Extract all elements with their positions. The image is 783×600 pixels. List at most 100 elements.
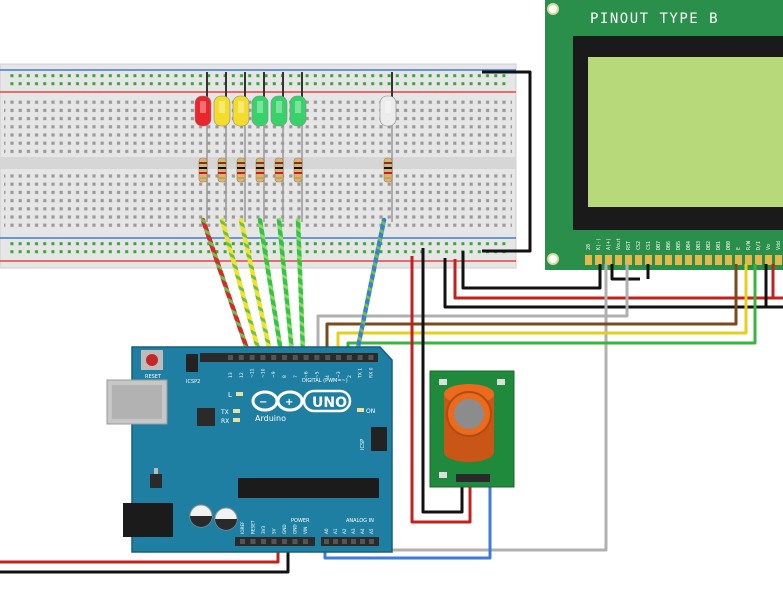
- wire-gray-rst: [316, 264, 629, 353]
- digital-pin-label: 4: [325, 375, 331, 378]
- lcd-pin: [675, 255, 682, 265]
- arduino-logo: − +: [251, 390, 304, 412]
- on-label: ON: [366, 408, 375, 415]
- lcd-pin-label: D/I: [756, 241, 762, 250]
- digital-pin-label: ~9: [271, 371, 277, 378]
- lcd-pin-label: DB2: [706, 241, 712, 250]
- wire-led-yellow-1: [219, 217, 262, 355]
- lcd-pin-label: Vout: [616, 238, 622, 250]
- analog-pin-label: A3: [351, 528, 356, 534]
- lcd-pin-label: DB0: [726, 241, 732, 250]
- lcd-pin: [775, 255, 782, 265]
- digital-pin-label: 8: [282, 375, 288, 378]
- power-pin-label: GND: [282, 524, 287, 534]
- led-white: [379, 72, 397, 222]
- lcd-screen: [588, 57, 783, 207]
- led-group: [194, 72, 397, 222]
- digital-pin-label: ~6: [304, 371, 310, 378]
- lcd-pin: [705, 255, 712, 265]
- digital-label: DIGITAL (PWM=~): [302, 378, 348, 384]
- lcd-pin-label: K(-): [596, 238, 602, 250]
- digital-pin-label: 2: [347, 375, 353, 378]
- led-green: [270, 72, 288, 222]
- lcd-pin: [655, 255, 662, 265]
- lcd-pin-label: Vdd: [776, 241, 782, 250]
- led-yellow: [232, 72, 250, 222]
- lcd-pin: [745, 255, 752, 265]
- svg-text:+: +: [285, 397, 293, 408]
- lcd-pin: [735, 255, 742, 265]
- power-pin-label: VIN: [303, 527, 308, 534]
- analog-label: ANALOG IN: [346, 518, 374, 524]
- lcd-pin-label: CS2: [636, 241, 642, 250]
- analog-pin-label: A4: [360, 528, 365, 534]
- lcd-pin-label: DB1: [716, 241, 722, 250]
- analog-pin-label: A1: [333, 528, 338, 534]
- led-wires: [200, 217, 387, 355]
- digital-pin-label: ~10: [260, 368, 266, 378]
- reset-label: RESET: [145, 374, 162, 380]
- icsp2-header: [186, 354, 198, 372]
- wire-black-rail: [482, 70, 532, 253]
- lcd-title: PINOUT TYPE B: [590, 11, 719, 27]
- lcd-pin: [615, 255, 622, 265]
- led-body: [213, 95, 231, 127]
- lcd-pin-label: R/W: [746, 240, 752, 250]
- lcd-pin-label: E: [736, 247, 742, 250]
- lcd-pin: [635, 255, 642, 265]
- icsp-label: ICSP: [360, 439, 366, 450]
- lcd-pin: [605, 255, 612, 265]
- lcd-pin-label: CS1: [646, 241, 652, 250]
- led-body: [270, 95, 288, 127]
- led-body: [289, 95, 307, 127]
- lcd-pin-label: DB6: [666, 241, 672, 250]
- digital-pin-label: 13: [228, 372, 234, 378]
- power-jack: [123, 503, 173, 537]
- lcd-pin: [715, 255, 722, 265]
- lcd-pin-label: Vo: [766, 244, 772, 250]
- wire-led-red: [200, 217, 251, 355]
- digital-pin-label: 7: [293, 375, 299, 378]
- lcd-pin: [625, 255, 632, 265]
- led-green: [289, 72, 307, 222]
- wire-black-lcd-gnd: [443, 258, 783, 309]
- wire-led-green-3: [295, 217, 306, 355]
- lcd-pin: [645, 255, 652, 265]
- atmega-chip: [238, 478, 379, 498]
- lcd-pin: [695, 255, 702, 265]
- lcd-mount-hole: [547, 3, 559, 15]
- wire-red-lcd-a: [453, 259, 783, 300]
- lcd-pin: [685, 255, 692, 265]
- led-body: [251, 95, 269, 127]
- lcd-pin: [725, 255, 732, 265]
- wire-yellow-rw: [336, 264, 748, 353]
- led-body: [379, 95, 397, 127]
- led-body: [232, 95, 250, 127]
- lcd-pin: [755, 255, 762, 265]
- icsp2-label: ICSP2: [186, 379, 200, 385]
- wire-led-green-1: [257, 217, 284, 355]
- usb-chip: [197, 408, 215, 426]
- lcd-pin: [595, 255, 602, 265]
- power-pin-label: RESET: [251, 520, 256, 534]
- reset-button-cap: [146, 354, 158, 366]
- tx-label: TX: [220, 409, 229, 416]
- wire-black-gnd: [0, 545, 290, 574]
- led-body: [194, 95, 212, 127]
- sensor-header: [456, 474, 490, 482]
- wire-black-lcd-k: [461, 251, 602, 290]
- svg-text:−: −: [259, 397, 267, 408]
- digital-pin-label: ~3: [336, 371, 342, 378]
- lcd-pin-label: 20: [586, 244, 592, 250]
- analog-pin-label: A5: [369, 528, 374, 534]
- wire-red-sensor-vcc: [410, 256, 472, 524]
- gas-sensor-module: [429, 370, 515, 488]
- analog-pin-label: A2: [342, 528, 347, 534]
- power-pin-label: 5V: [272, 528, 277, 534]
- wire-black-sensor-gnd: [421, 248, 464, 514]
- led-yellow: [213, 72, 231, 222]
- lcd-pin-label: DB3: [696, 241, 702, 250]
